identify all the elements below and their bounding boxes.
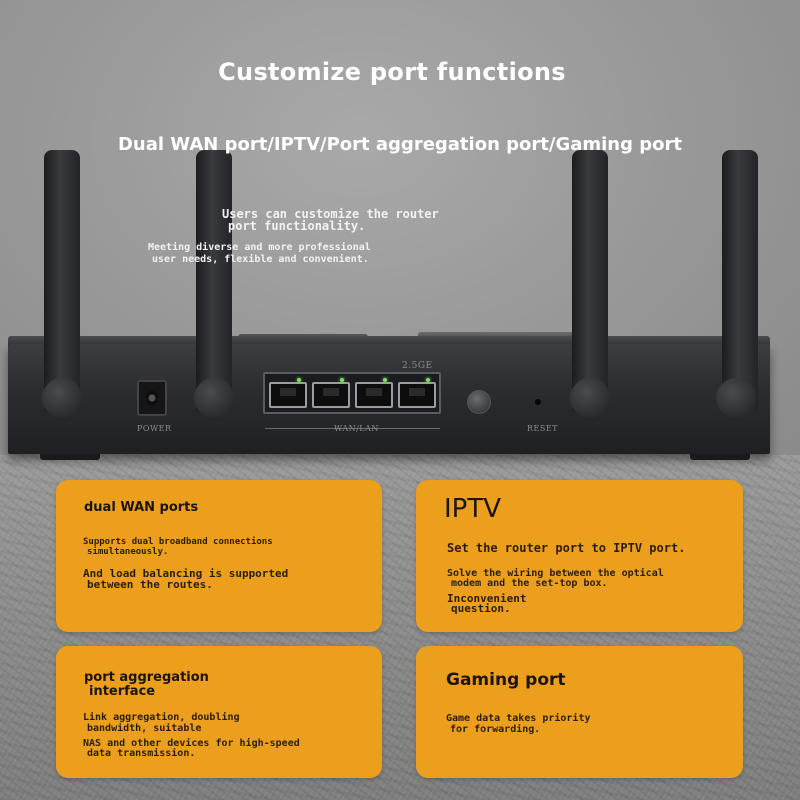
antenna-4-base (716, 378, 756, 418)
card-title-line-1: port aggregation (84, 670, 209, 685)
power-label: POWER (137, 424, 172, 433)
antenna-1-base (42, 378, 82, 418)
antenna-2 (196, 150, 232, 412)
wan-lan-label: WAN/LAN (334, 424, 379, 433)
card-text-line: And load balancing is supported (83, 567, 289, 580)
note-2-line-1: Meeting diverse and more professional (148, 242, 371, 253)
card-text-line: Solve the wiring between the optical (447, 568, 664, 579)
router-foot-left (40, 454, 100, 460)
ethernet-port-group (263, 372, 441, 414)
card-text-line: Supports dual broadband connections (83, 537, 273, 547)
antenna-4 (722, 150, 758, 412)
wps-button (467, 390, 491, 414)
reset-label: RESET (527, 424, 559, 433)
led-icon (383, 378, 387, 382)
wan-lan-divider (265, 428, 440, 429)
card-text-line: question. (451, 602, 511, 615)
antenna-3 (572, 150, 608, 412)
card-text-line: data transmission. (87, 748, 196, 759)
card-title-line-2: interface (89, 684, 156, 699)
ethernet-port-2 (312, 378, 350, 408)
power-jack (137, 380, 167, 416)
card-text-line: modem and the set-top box. (451, 578, 608, 589)
note-2-line-2: user needs, flexible and convenient. (152, 254, 369, 265)
card-title: IPTV (444, 494, 502, 524)
note-1-line-1: Users can customize the router (222, 207, 439, 221)
card-text-line: bandwidth, suitable (87, 723, 202, 734)
card-dual-wan: dual WAN ports Supports dual broadband c… (56, 480, 382, 632)
router-foot-right (690, 454, 750, 460)
card-text-line: simultaneously. (87, 547, 169, 557)
ethernet-port-4 (398, 378, 436, 408)
page-subtitle: Dual WAN port/IPTV/Port aggregation port… (117, 134, 683, 155)
card-text-line: NAS and other devices for high-speed (83, 738, 300, 749)
note-1-line-2: port functionality. (228, 219, 366, 233)
card-title: dual WAN ports (84, 500, 199, 515)
led-icon (297, 378, 301, 382)
speed-label: 2.5GE (402, 361, 433, 371)
antenna-1 (44, 150, 80, 412)
card-text-line: Game data takes priority (446, 713, 591, 724)
card-gaming-port: Gaming port Game data takes priority for… (416, 646, 743, 778)
card-text-line: Set the router port to IPTV port. (447, 541, 686, 555)
ethernet-port-3 (355, 378, 393, 408)
led-icon (426, 378, 430, 382)
page-title: Customize port functions (218, 58, 566, 86)
card-iptv: IPTV Set the router port to IPTV port. S… (416, 480, 743, 632)
card-text-line: for forwarding. (450, 724, 541, 735)
led-icon (340, 378, 344, 382)
ethernet-port-1 (269, 378, 307, 408)
card-text-line: Link aggregation, doubling (83, 712, 240, 723)
antenna-3-base (570, 378, 610, 418)
reset-hole (535, 399, 541, 405)
card-text-line: Inconvenient (447, 592, 527, 605)
card-title: Gaming port (446, 670, 566, 690)
card-text-line: between the routes. (87, 578, 213, 591)
antenna-2-base (194, 378, 234, 418)
card-port-aggregation: port aggregation interface Link aggregat… (56, 646, 382, 778)
